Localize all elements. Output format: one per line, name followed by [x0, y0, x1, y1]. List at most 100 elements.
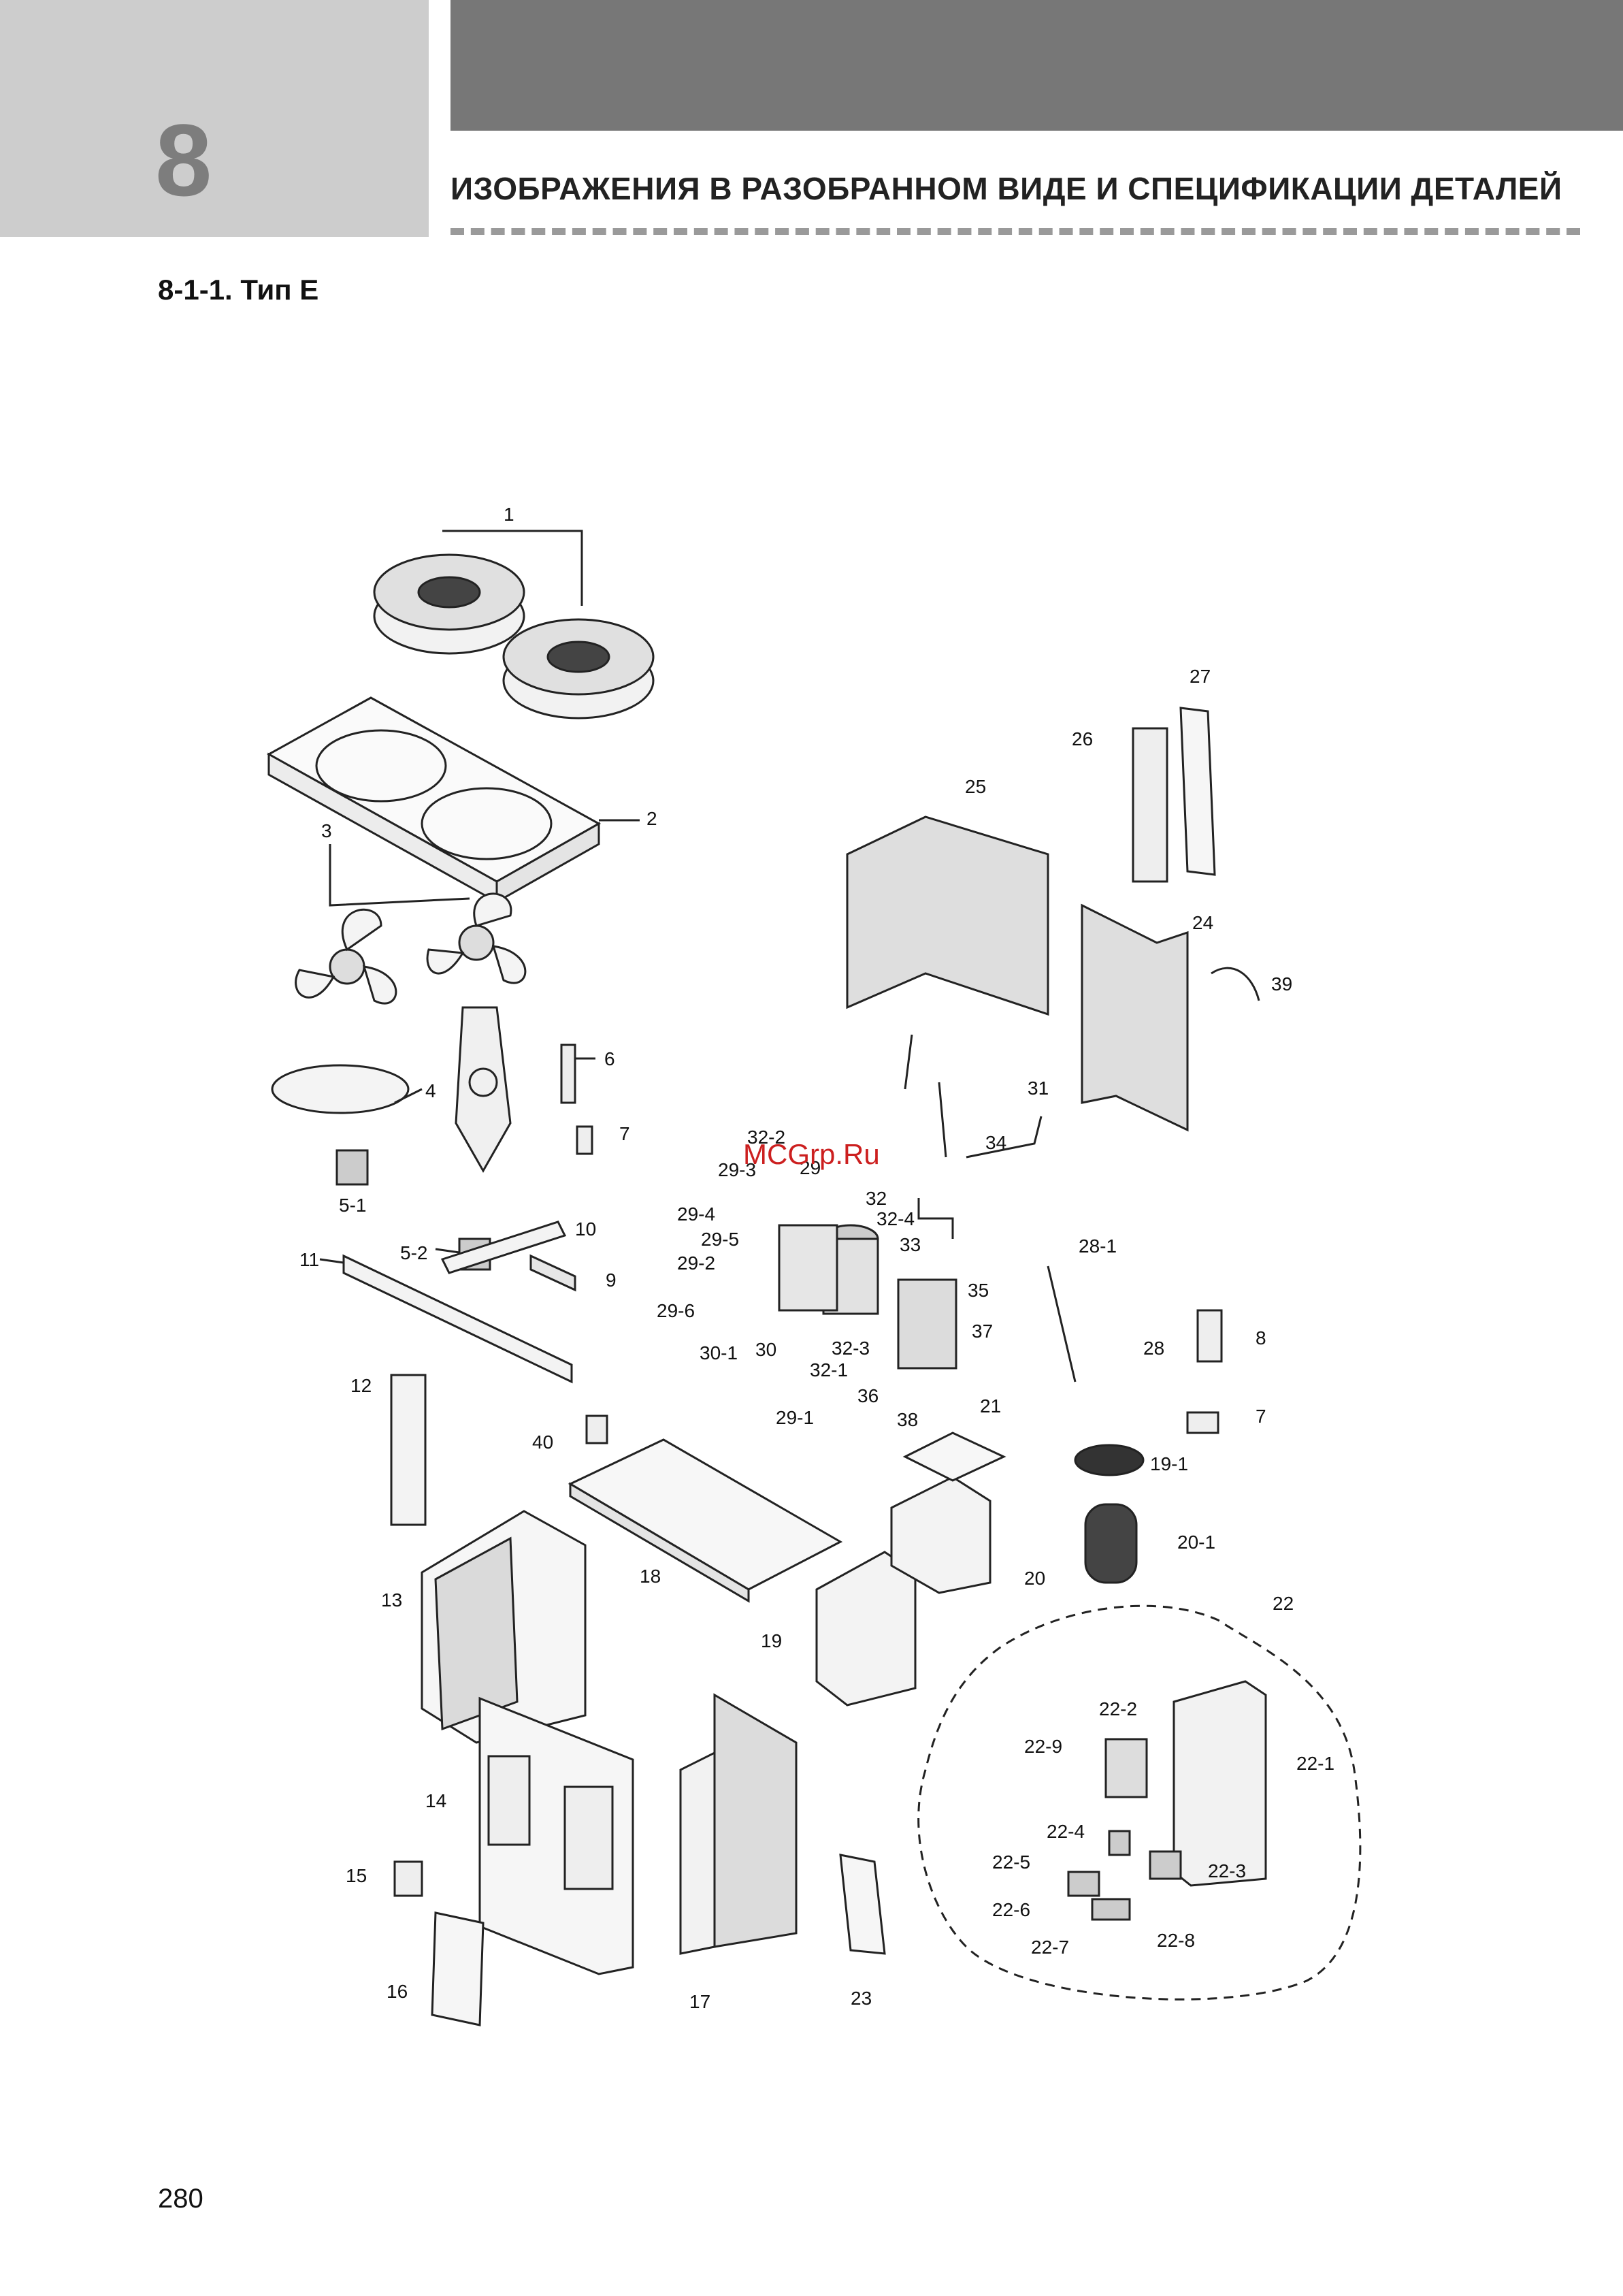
label-13: 13: [381, 1589, 402, 1611]
fan-grille-pair: [373, 530, 655, 719]
page-number: 280: [158, 2184, 203, 2214]
cover-16: [431, 1911, 485, 2026]
label-32-4: 32-4: [876, 1208, 915, 1229]
label-23: 23: [851, 1988, 872, 2009]
panel-23: [839, 1854, 886, 1955]
pipe-28: [1047, 1265, 1077, 1383]
heater-20-1: [1084, 1503, 1138, 1584]
label-30: 30: [755, 1339, 776, 1360]
label-36: 36: [857, 1385, 879, 1406]
label-26: 26: [1072, 728, 1093, 749]
label-29-5: 29-5: [701, 1229, 739, 1250]
wire-39: [1211, 967, 1260, 1001]
side-grille-panel: [421, 1510, 587, 1744]
label-22-4: 22-4: [1047, 1821, 1085, 1842]
valve-assembly-32: [778, 1224, 838, 1312]
label-28-1: 28-1: [1079, 1235, 1117, 1257]
label-27: 27: [1190, 666, 1211, 687]
panel-27: [1179, 707, 1216, 876]
label-21: 21: [980, 1395, 1001, 1417]
panel-26: [1132, 727, 1168, 883]
compressor-37: [897, 1278, 957, 1370]
label-19-1: 19-1: [1150, 1453, 1188, 1474]
label-17: 17: [689, 1991, 710, 2012]
label-10: 10: [575, 1218, 596, 1240]
label-29-6: 29-6: [657, 1300, 695, 1321]
label-16: 16: [387, 1981, 408, 2002]
watermark: MCGrp.Ru: [743, 1138, 880, 1170]
label-9: 9: [606, 1270, 617, 1291]
fan-propellers: [295, 844, 527, 1005]
cover-15: [393, 1860, 423, 1897]
chapter-box: 8: [0, 0, 429, 237]
label-4: 4: [425, 1080, 436, 1101]
header-bar: [450, 0, 1623, 131]
control-box-parts: [1067, 1680, 1267, 1921]
label-40: 40: [532, 1432, 553, 1453]
top-panel: [266, 696, 640, 904]
label-7: 7: [619, 1123, 630, 1144]
front-panel: [478, 1696, 634, 1975]
label-25: 25: [965, 776, 986, 797]
plate-21: [902, 1432, 1006, 1482]
label-22-7: 22-7: [1031, 1937, 1069, 1958]
base-frame-rails: [319, 1220, 576, 1384]
label-28: 28: [1143, 1338, 1164, 1359]
partition-19: [815, 1551, 917, 1707]
pipe-31: [904, 1034, 1043, 1159]
label-20-1: 20-1: [1177, 1532, 1215, 1553]
label-32-1: 32-1: [810, 1359, 848, 1380]
label-37: 37: [972, 1321, 993, 1342]
label-22-6: 22-6: [992, 1899, 1030, 1920]
label-22-1: 22-1: [1296, 1753, 1334, 1774]
label-29: 29: [800, 1157, 821, 1178]
label-7b: 7: [1256, 1406, 1266, 1427]
rear-grille-panel: [679, 1693, 798, 1955]
label-6: 6: [604, 1048, 615, 1069]
label-32: 32: [866, 1188, 887, 1209]
label-5-2: 5-2: [400, 1242, 427, 1263]
bracket-40: [585, 1414, 608, 1444]
label-22: 22: [1273, 1593, 1294, 1614]
chapter-number: 8: [155, 103, 212, 217]
label-29-2: 29-2: [677, 1252, 715, 1274]
label-15: 15: [346, 1865, 367, 1886]
pipe-34: [917, 1198, 954, 1239]
label-31: 31: [1028, 1078, 1049, 1099]
label-12: 12: [350, 1375, 372, 1396]
bracket-8: [1196, 1309, 1223, 1363]
label-34: 34: [985, 1132, 1006, 1153]
label-29-4: 29-4: [677, 1203, 715, 1225]
page-title: ИЗОБРАЖЕНИЯ В РАЗОБРАННОМ ВИДЕ И СПЕЦИФИ…: [450, 171, 1562, 206]
label-38: 38: [897, 1409, 918, 1430]
heat-exchanger-25: [846, 815, 1049, 1016]
label-22-5: 22-5: [992, 1852, 1030, 1873]
label-32-3: 32-3: [832, 1338, 870, 1359]
label-32-2: 32-2: [747, 1127, 785, 1148]
section-title: 8-1-1. Тип E: [158, 274, 319, 306]
label-3: 3: [321, 820, 332, 841]
heat-exchanger-24: [1081, 903, 1189, 1132]
label-29-3: 29-3: [718, 1159, 756, 1180]
label-29-1: 29-1: [776, 1407, 814, 1428]
label-20: 20: [1024, 1568, 1045, 1589]
label-11: 11: [299, 1249, 319, 1270]
label-5-1: 5-1: [339, 1195, 366, 1216]
label-22-8: 22-8: [1157, 1930, 1195, 1951]
label-2: 2: [646, 808, 657, 829]
control-box-outline: [917, 1604, 1362, 2001]
bracket-6: [560, 1044, 576, 1104]
label-22-9: 22-9: [1024, 1736, 1062, 1757]
label-33: 33: [900, 1234, 921, 1255]
label-24: 24: [1192, 912, 1213, 933]
bracket-7: [576, 1125, 593, 1155]
heater-19-1: [1074, 1444, 1145, 1476]
motor-brackets: [271, 1006, 512, 1174]
label-22-2: 22-2: [1099, 1698, 1137, 1719]
label-18: 18: [640, 1566, 661, 1587]
side-pillar: [390, 1374, 427, 1526]
label-30-1: 30-1: [700, 1342, 738, 1363]
label-39: 39: [1271, 973, 1292, 995]
bracket-7b: [1186, 1411, 1219, 1434]
